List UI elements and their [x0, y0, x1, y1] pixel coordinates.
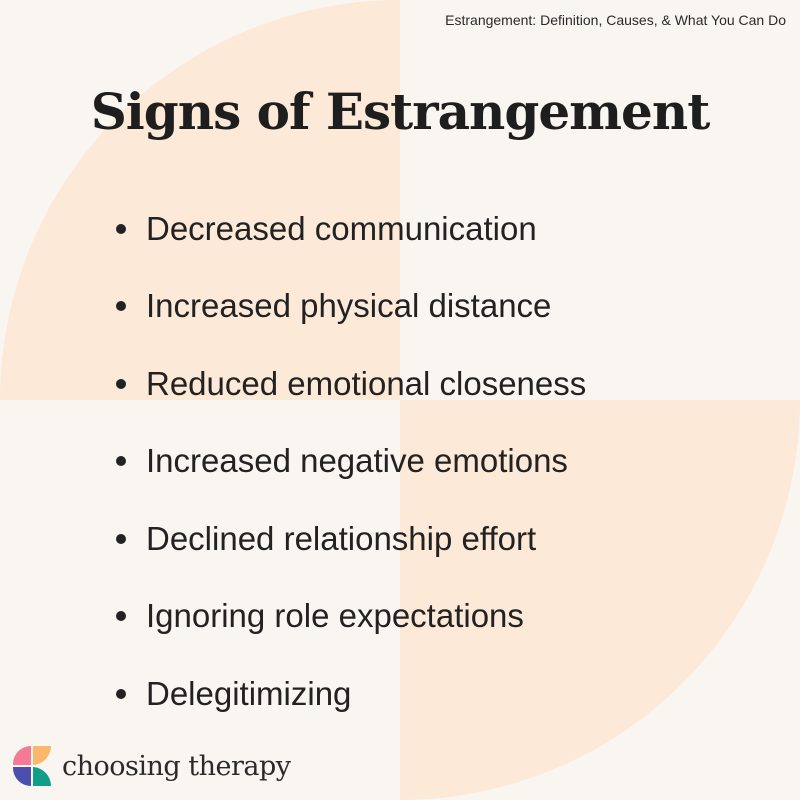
list-item: Increased negative emotions	[110, 423, 586, 501]
page-title: Signs of Estrangement	[90, 82, 711, 141]
logo-petals-icon	[13, 746, 52, 786]
bullet-icon	[116, 223, 126, 234]
list-item: Delegitimizing	[110, 655, 586, 733]
list-item: Declined relationship effort	[110, 500, 586, 578]
bottom-right-quarter-circle	[400, 400, 800, 800]
bullet-icon	[116, 533, 126, 544]
bullet-icon	[116, 378, 126, 389]
bullet-icon	[116, 301, 126, 312]
signs-list: Decreased communication Increased physic…	[110, 190, 586, 733]
bullet-icon	[116, 688, 126, 699]
list-item: Increased physical distance	[110, 268, 586, 346]
list-item: Ignoring role expectations	[110, 578, 586, 656]
article-title: Estrangement: Definition, Causes, & What…	[445, 12, 786, 28]
bullet-icon	[116, 611, 126, 622]
top-left-quarter-circle	[0, 0, 400, 400]
bullet-icon	[116, 456, 126, 467]
list-item: Decreased communication	[110, 190, 586, 268]
list-item: Reduced emotional closeness	[110, 345, 586, 423]
brand-logo: choosing therapy	[12, 745, 291, 787]
brand-name: choosing therapy	[62, 750, 291, 782]
